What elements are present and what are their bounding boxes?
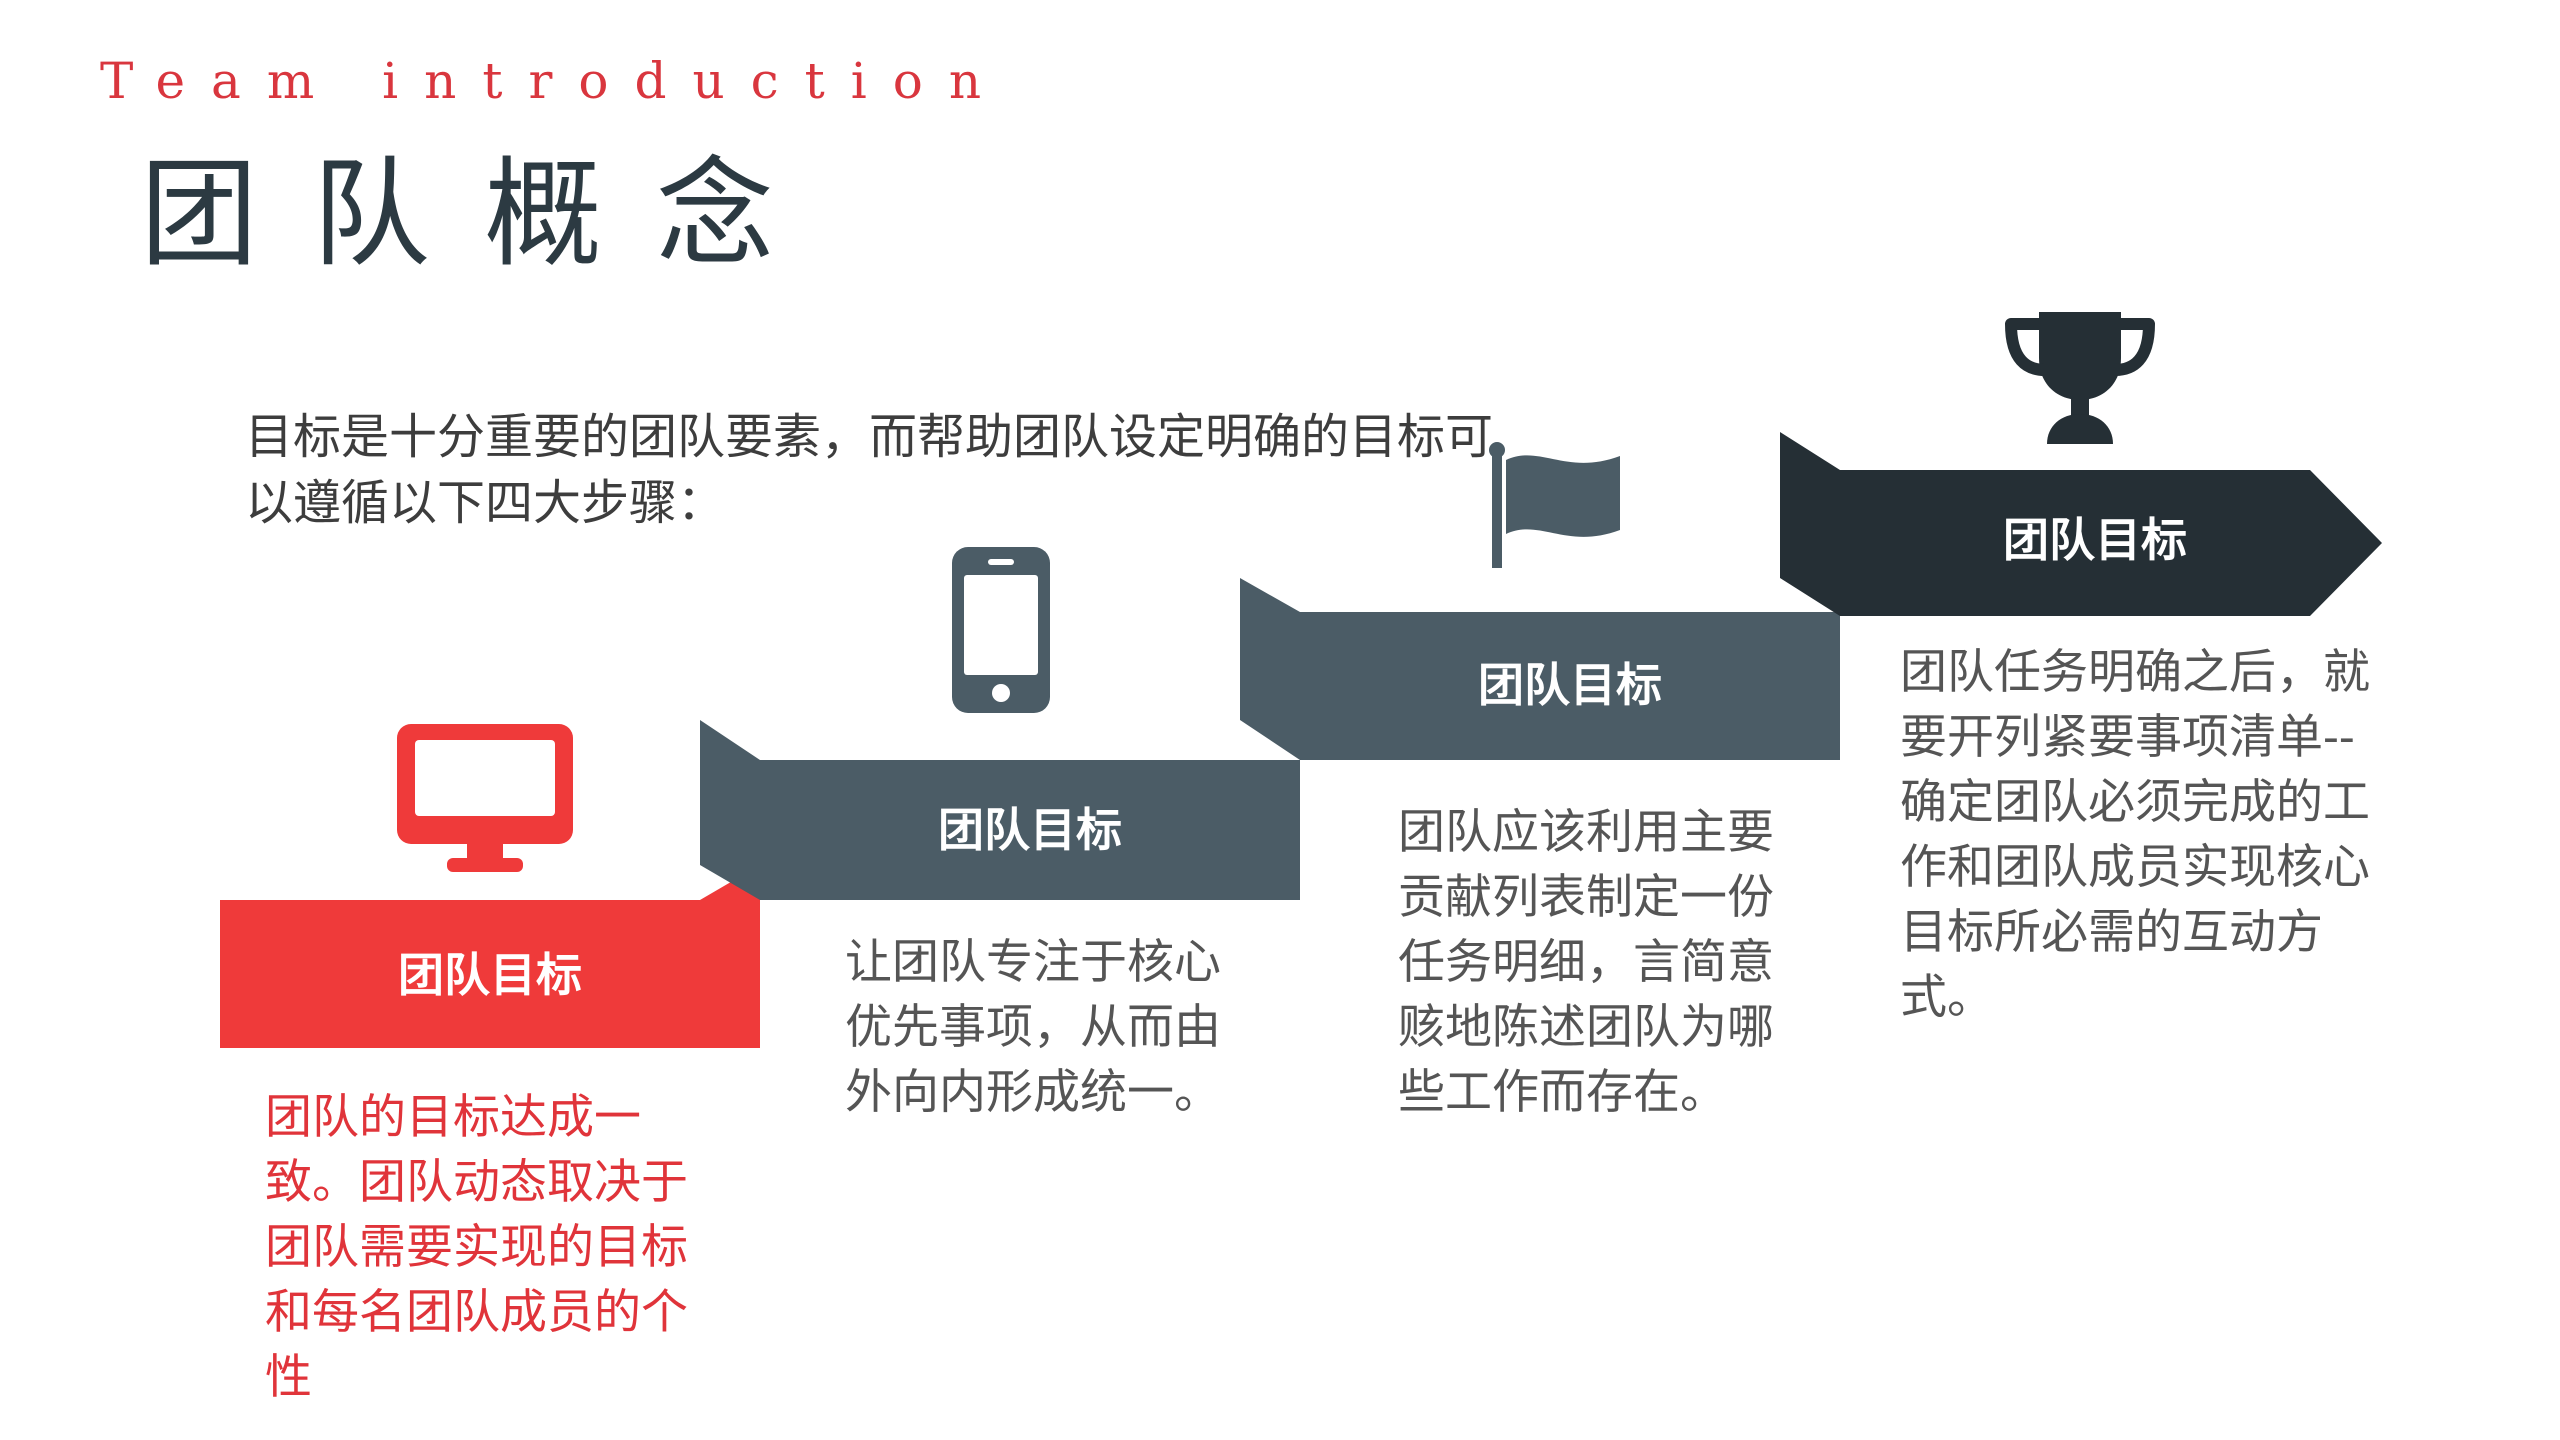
intro-text: 目标是十分重要的团队要素，而帮助团队设定明确的目标可以遵循以下四大步骤： xyxy=(245,409,1494,531)
english-subtitle: Team introduction xyxy=(100,52,1008,110)
step-1-description: 团队的目标达成一致。团队动态取决于团队需要实现的目标和每名团队成员的个性 xyxy=(265,1090,688,1405)
step-1-label: 团队目标 xyxy=(398,948,582,1002)
step-3-description: 团队应该利用主要贡献列表制定一份任务明细，言简意赅地陈述团队为哪些工作而存在。 xyxy=(1398,805,1774,1120)
step-4-label: 团队目标 xyxy=(2003,513,2187,567)
step-2-ribbon xyxy=(700,720,1300,900)
step-2-description: 让团队专注于核心优先事项，从而由外向内形成统一。 xyxy=(845,935,1221,1120)
step-4-description: 团队任务明确之后，就要开列紧要事项清单--确定团队必须完成的工作和团队成员实现核… xyxy=(1900,645,2370,1025)
monitor-icon xyxy=(397,724,573,872)
step-4-ribbon xyxy=(1780,432,2382,616)
trophy-icon xyxy=(2005,312,2155,444)
step-3-ribbon xyxy=(1240,578,1840,760)
smartphone-icon xyxy=(952,547,1050,713)
step-1-ribbon xyxy=(220,865,760,1048)
step-2-label: 团队目标 xyxy=(938,803,1122,857)
step-3-label: 团队目标 xyxy=(1478,658,1662,712)
page-title: 团队概念 xyxy=(140,145,829,283)
flag-icon xyxy=(1489,442,1620,568)
